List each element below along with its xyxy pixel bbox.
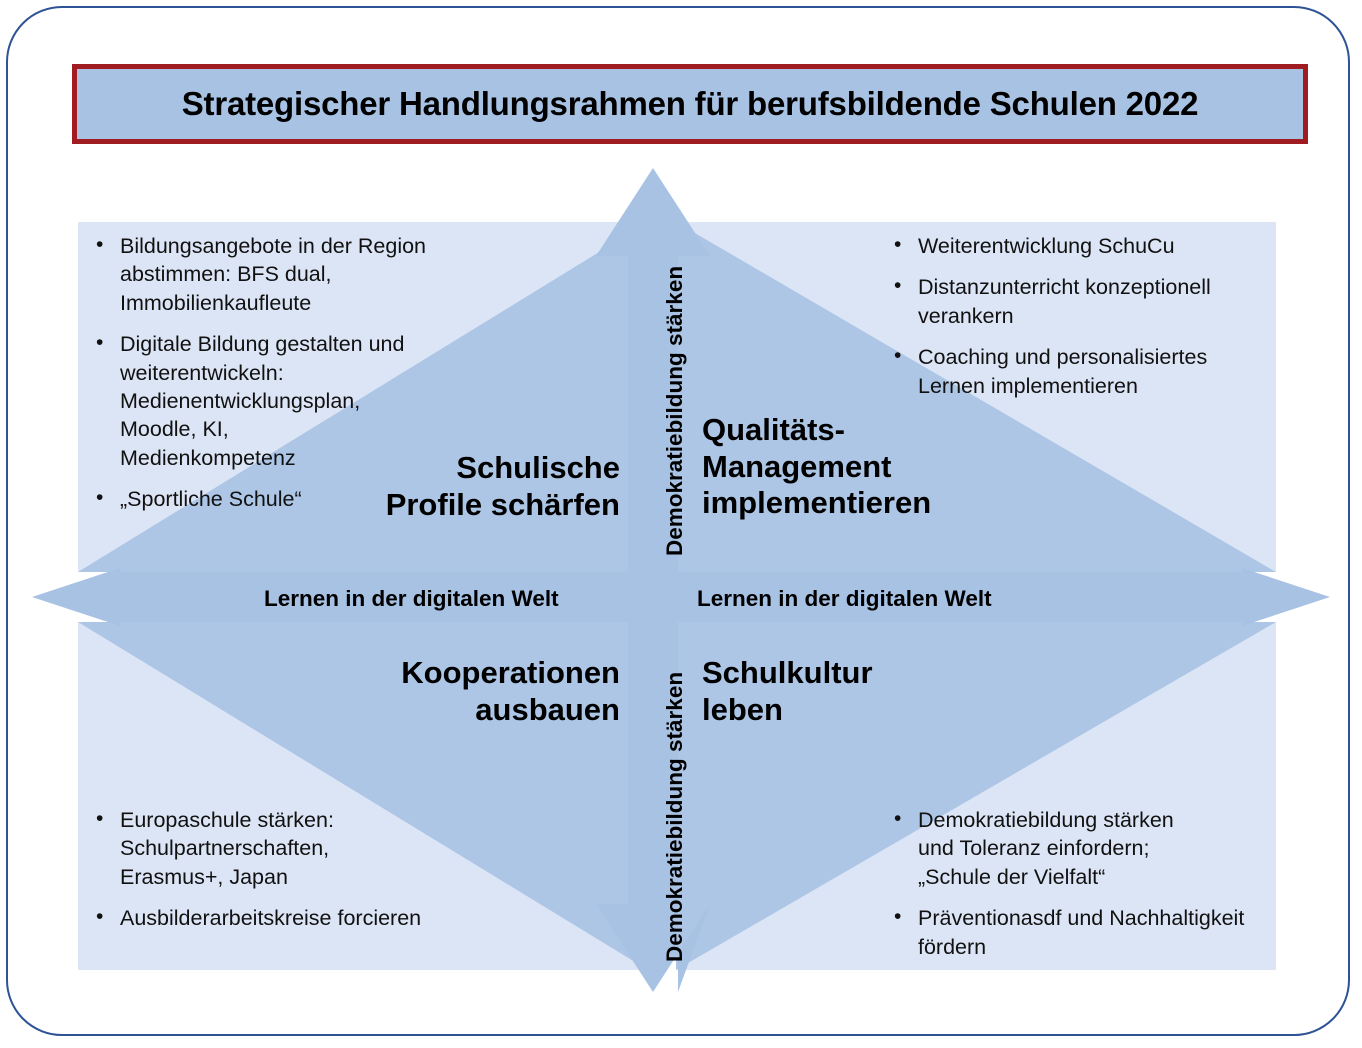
quadrant-heading-top-right: Qualitäts- Management implementieren: [702, 412, 932, 521]
quadrant-heading-bottom-right: Schulkultur leben: [702, 655, 873, 727]
bullet-item: Distanzunterricht konzeptionell veranker…: [888, 272, 1288, 330]
title-banner: Strategischer Handlungsrahmen für berufs…: [72, 64, 1308, 144]
bullet-list-top-right: Weiterentwicklung SchuCuDistanzunterrich…: [888, 231, 1288, 413]
bullet-item: Weiterentwicklung SchuCu: [888, 231, 1288, 260]
bullet-item: Bildungsangebote in der Region abstimmen…: [90, 231, 510, 317]
bullet-list-bottom-left: Europaschule stärken: Schulpartnerschaft…: [90, 805, 510, 946]
axis-label-vertical-top: Demokratiebildung stärken: [662, 265, 687, 556]
axis-label-horizontal-right: Lernen in der digitalen Welt: [697, 586, 992, 611]
axis-label-vertical-bottom: Demokratiebildung stärken: [662, 671, 687, 962]
bullet-item: Demokratiebildung stärken und Toleranz e…: [888, 805, 1288, 891]
axis-label-horizontal-left: Lernen in der digitalen Welt: [264, 586, 559, 611]
bullet-item: Präventionasdf und Nachhaltigkeit förder…: [888, 903, 1288, 961]
quadrant-heading-bottom-left: Kooperationen ausbauen: [401, 655, 620, 727]
triangle-bottom-right: [676, 622, 1276, 970]
page-title: Strategischer Handlungsrahmen für berufs…: [181, 85, 1199, 122]
bullet-list-bottom-right: Demokratiebildung stärken und Toleranz e…: [888, 805, 1288, 974]
bullet-item: „Sportliche Schule“: [90, 484, 510, 513]
bullet-item: Ausbilderarbeitskreise forcieren: [90, 903, 510, 932]
bullet-list-top-left: Bildungsangebote in der Region abstimmen…: [90, 231, 510, 526]
bullet-item: Coaching und personalisiertes Lernen imp…: [888, 342, 1288, 400]
horizontal-double-arrow: [32, 568, 1330, 626]
bullet-item: Europaschule stärken: Schulpartnerschaft…: [90, 805, 510, 891]
bullet-item: Digitale Bildung gestalten und weiterent…: [90, 329, 510, 472]
